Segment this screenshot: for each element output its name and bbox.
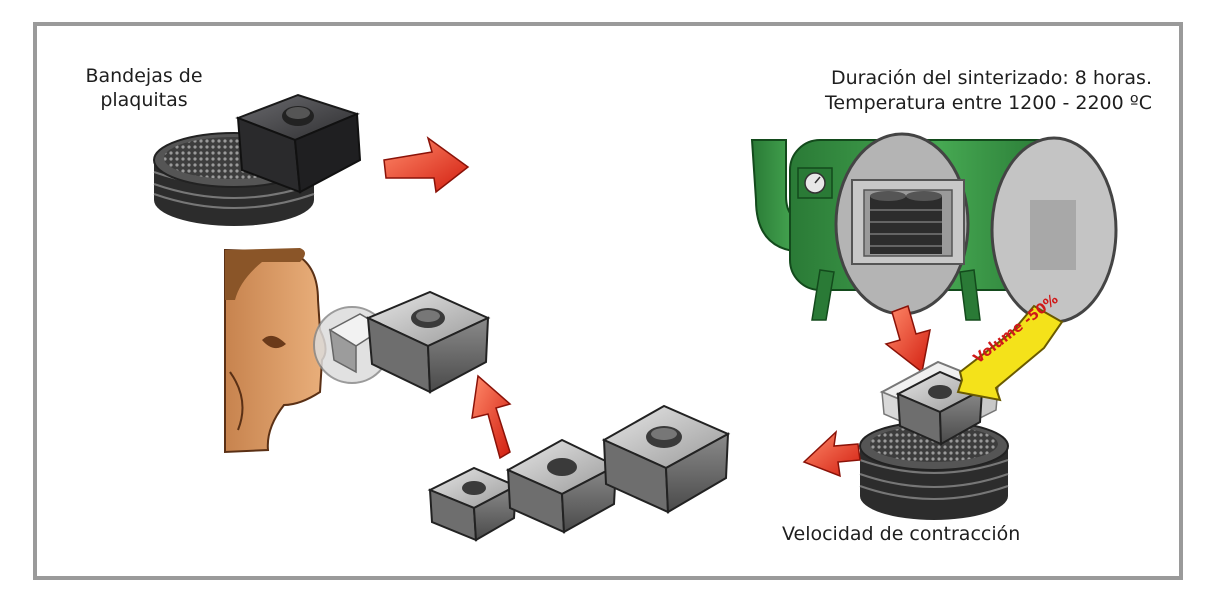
- arrow-left: [802, 429, 861, 478]
- insert-medium: [505, 438, 619, 534]
- gray-insert-shrunk: [895, 370, 985, 446]
- insert-large: [601, 404, 731, 514]
- tray-stack-bottom-right: [859, 421, 1009, 520]
- arrow-up: [471, 374, 512, 460]
- label-sinter-temperature: Temperatura entre 1200 - 2200 ºC: [825, 92, 1152, 114]
- label-sintering-info: Duración del sinterizado: 8 horas. Tempe…: [732, 66, 1152, 116]
- label-insert-trays: Bandejas de plaquitas: [85, 65, 203, 111]
- label-shrink-rate: Velocidad de contracción: [782, 523, 1021, 545]
- arrow-down: [884, 305, 931, 374]
- label-sinter-duration: Duración del sinterizado: 8 horas.: [830, 67, 1152, 89]
- insert-small: [427, 466, 519, 542]
- furnace-tray-stack: [870, 191, 942, 254]
- dark-insert-top: [235, 93, 362, 194]
- sintering-furnace: [750, 132, 1118, 324]
- inspector-face: [224, 248, 327, 454]
- arrow-right-top: [383, 136, 470, 194]
- gray-insert-inspected: [365, 290, 491, 394]
